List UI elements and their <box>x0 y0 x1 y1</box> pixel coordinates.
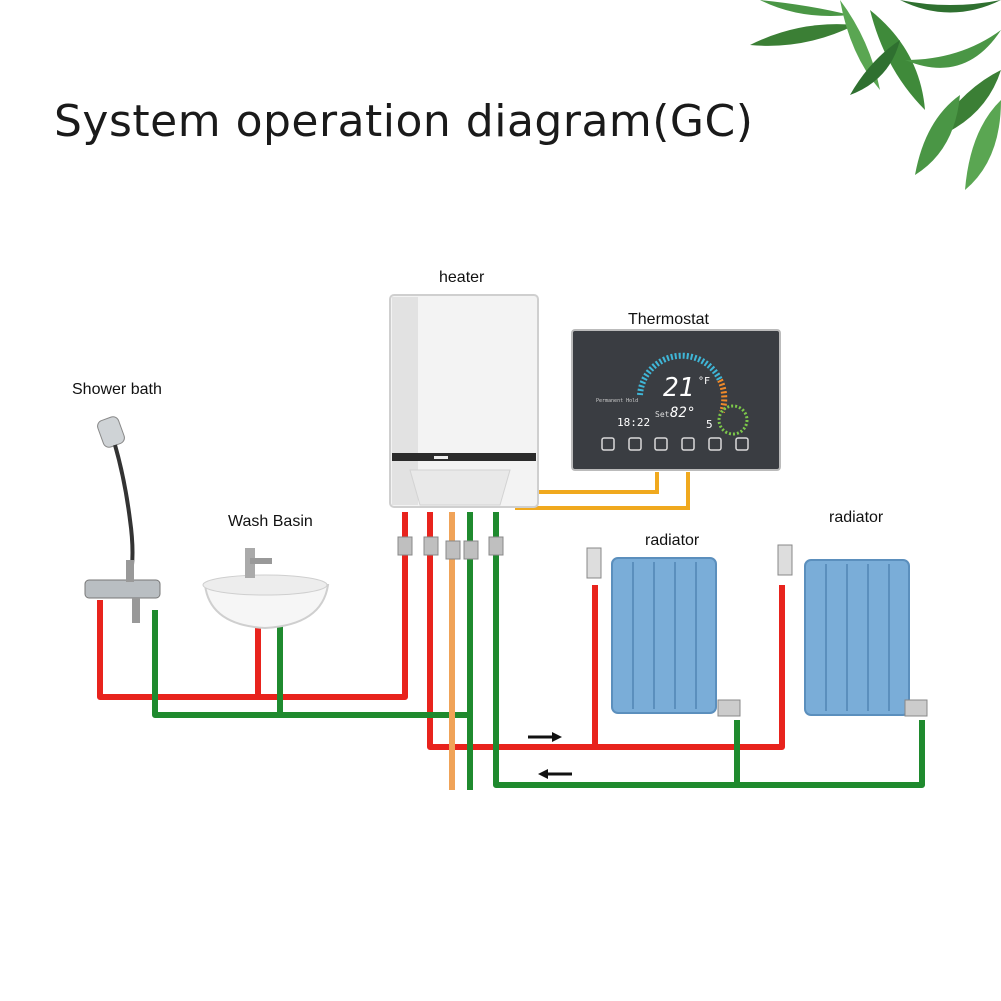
flow-arrow-left <box>538 769 572 779</box>
thermostat-wire <box>515 472 690 510</box>
thermostat-set-temp: 82° <box>670 405 696 421</box>
hot-water-pipes <box>97 512 785 750</box>
thermostat-icon <box>571 329 781 471</box>
thermostat-temperature: 21 <box>663 373 695 403</box>
leaf-decoration <box>750 0 1001 190</box>
radiator-right-label: radiator <box>829 509 884 526</box>
thermostat-unit: °F <box>698 376 711 387</box>
shower-head-icon <box>84 416 161 623</box>
thermostat-mode: Permanent Hold <box>596 398 639 404</box>
radiator-icon <box>586 547 741 717</box>
return-water-pipes <box>152 512 925 790</box>
boiler-icon <box>389 294 539 560</box>
flow-arrow-right <box>528 732 562 742</box>
radiator-icon <box>777 544 928 717</box>
shower-label: Shower bath <box>72 381 162 398</box>
thermostat-set-label: Set <box>655 410 670 419</box>
basin-label: Wash Basin <box>228 513 313 530</box>
radiator-left-label: radiator <box>645 532 700 549</box>
thermostat-time: 18:22 <box>617 416 651 429</box>
thermostat-fan: 5 <box>706 418 713 431</box>
thermostat-label: Thermostat <box>628 311 709 328</box>
heater-label: heater <box>439 269 485 286</box>
basin-icon <box>202 548 330 630</box>
page-title: System operation diagram(GC) <box>54 96 754 147</box>
